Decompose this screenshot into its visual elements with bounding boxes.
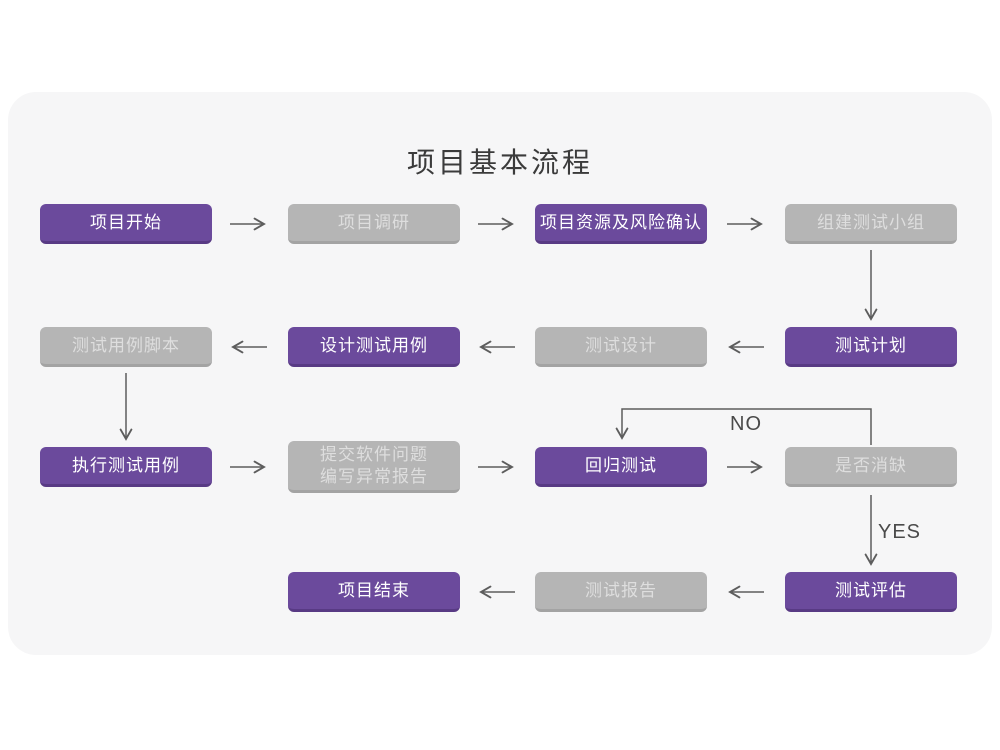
page-title: 项目基本流程	[406, 147, 593, 178]
node-execute-test-case: 执行测试用例	[40, 447, 212, 487]
node-test-design: 测试设计	[535, 327, 707, 367]
node-project-research: 项目调研	[288, 204, 460, 244]
node-label: 设计测试用例	[320, 335, 428, 355]
node-label: 项目开始	[90, 212, 162, 232]
node-label: 测试评估	[835, 580, 907, 600]
node-form-test-team: 组建测试小组	[785, 204, 957, 244]
node-label: 提交软件问题 编写异常报告	[320, 445, 428, 486]
node-test-case-script: 测试用例脚本	[40, 327, 212, 367]
flowchart-card	[8, 92, 992, 655]
node-design-test-case: 设计测试用例	[288, 327, 460, 367]
node-label: 是否消缺	[835, 455, 907, 475]
node-label: 测试计划	[835, 335, 907, 355]
node-submit-issue-report: 提交软件问题 编写异常报告	[288, 441, 460, 493]
branch-label-yes: YES	[878, 521, 922, 543]
node-label: 测试用例脚本	[72, 335, 180, 355]
branch-label-no: NO	[730, 413, 762, 435]
node-label: 测试设计	[585, 335, 657, 355]
node-defect-cleared: 是否消缺	[785, 447, 957, 487]
node-label: 项目结束	[338, 580, 410, 600]
node-label: 项目调研	[338, 212, 410, 232]
node-project-start: 项目开始	[40, 204, 212, 244]
node-test-report: 测试报告	[535, 572, 707, 612]
node-project-end: 项目结束	[288, 572, 460, 612]
node-label: 测试报告	[585, 580, 657, 600]
node-test-evaluation: 测试评估	[785, 572, 957, 612]
node-label: 回归测试	[585, 455, 657, 475]
node-test-plan: 测试计划	[785, 327, 957, 367]
node-label: 组建测试小组	[817, 212, 925, 232]
node-resources-risk-confirm: 项目资源及风险确认	[535, 204, 707, 244]
node-label: 执行测试用例	[72, 455, 180, 475]
node-regression-test: 回归测试	[535, 447, 707, 487]
node-label: 项目资源及风险确认	[540, 212, 702, 232]
